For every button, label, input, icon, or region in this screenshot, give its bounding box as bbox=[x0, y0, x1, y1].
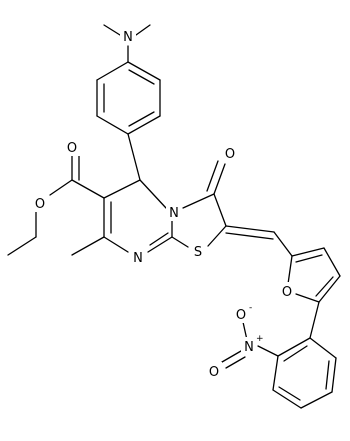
bond-aryl-4 bbox=[96, 115, 129, 135]
bond-c2-ch-inner bbox=[225, 232, 274, 240]
bonds bbox=[7, 24, 341, 409]
bond-aryl-1 bbox=[127, 61, 161, 81]
bond-c7-methyl bbox=[71, 236, 105, 256]
atom-n-imine: N bbox=[133, 251, 143, 266]
bond-c5-c6 bbox=[103, 179, 141, 199]
atom-o-furan: O bbox=[282, 285, 292, 300]
atom-labels: N O O O N N S O N + O - O bbox=[32, 27, 295, 380]
bond-c3-o-inner bbox=[206, 160, 219, 192]
bond-ph-3 bbox=[300, 391, 333, 409]
bond-furan-phenyl bbox=[309, 301, 320, 339]
bond-aryl-6 bbox=[96, 61, 129, 81]
bond-nme-methyl-left bbox=[103, 24, 121, 36]
bond-ph-2 bbox=[331, 357, 337, 393]
bond-n4-c3 bbox=[182, 193, 215, 209]
bond-aryl-3-inner bbox=[128, 111, 155, 127]
bond-furan-c3-c4 bbox=[323, 247, 341, 277]
bond-c3-c2 bbox=[213, 193, 227, 227]
atom-o-ester-carbonyl: O bbox=[67, 141, 77, 156]
bond-ph-4 bbox=[272, 389, 302, 409]
bond-furan-c2-c3-inner bbox=[295, 254, 323, 263]
bond-c2-ch bbox=[225, 225, 275, 233]
charge-n-nitro: + bbox=[256, 334, 264, 344]
atom-o-ester-ether: O bbox=[35, 197, 45, 212]
bond-c2-s1 bbox=[207, 225, 227, 247]
bond-c7-n8 bbox=[103, 236, 129, 253]
bond-furan-c4-c5 bbox=[318, 275, 341, 303]
bond-ph-4-inner bbox=[278, 386, 301, 401]
bond-ph-nitro bbox=[257, 345, 279, 357]
bond-furan-c2-c3 bbox=[291, 247, 325, 257]
bond-aryl-3 bbox=[127, 115, 161, 135]
atom-n-nitro: N bbox=[244, 340, 254, 355]
bond-ester-co-single bbox=[49, 179, 73, 196]
bond-furan-c4-c5-inner bbox=[315, 276, 334, 297]
atom-o-ketone: O bbox=[225, 147, 235, 162]
bond-c6-ester bbox=[71, 179, 105, 199]
bond-nitro-o-left-inner bbox=[225, 356, 246, 369]
atom-n-dimethylamino: N bbox=[123, 30, 133, 45]
bond-nitro-o-left bbox=[221, 350, 242, 363]
atom-s-thiazole: S bbox=[194, 245, 202, 260]
atom-o-nitro-top: O bbox=[236, 308, 246, 323]
charge-o-nitro-top: - bbox=[249, 303, 252, 313]
bond-s1-c8a bbox=[171, 236, 189, 248]
bond-ph-5 bbox=[272, 355, 279, 391]
bond-furan-c5-o bbox=[295, 293, 320, 303]
bond-ph-2-inner bbox=[325, 360, 330, 390]
bond-aryl-c5 bbox=[127, 133, 141, 181]
bond-ch-furan bbox=[273, 231, 293, 257]
atom-n-ring: N bbox=[169, 206, 179, 221]
bond-ph-6-inner bbox=[283, 345, 308, 362]
bond-ph-1 bbox=[309, 337, 337, 359]
bond-c3-o bbox=[213, 163, 226, 195]
bond-aryl-1-inner bbox=[128, 69, 155, 85]
bond-furan-o-c2 bbox=[287, 255, 293, 285]
bond-ethyl bbox=[7, 236, 37, 256]
bond-n4-c5 bbox=[139, 179, 167, 209]
bond-ph-6 bbox=[277, 337, 311, 357]
bond-n8-c8a-inner bbox=[149, 232, 169, 246]
bond-nme-methyl-right bbox=[135, 24, 151, 36]
atom-o-nitro-left: O bbox=[209, 365, 219, 380]
bond-n8-c8a bbox=[147, 236, 173, 253]
